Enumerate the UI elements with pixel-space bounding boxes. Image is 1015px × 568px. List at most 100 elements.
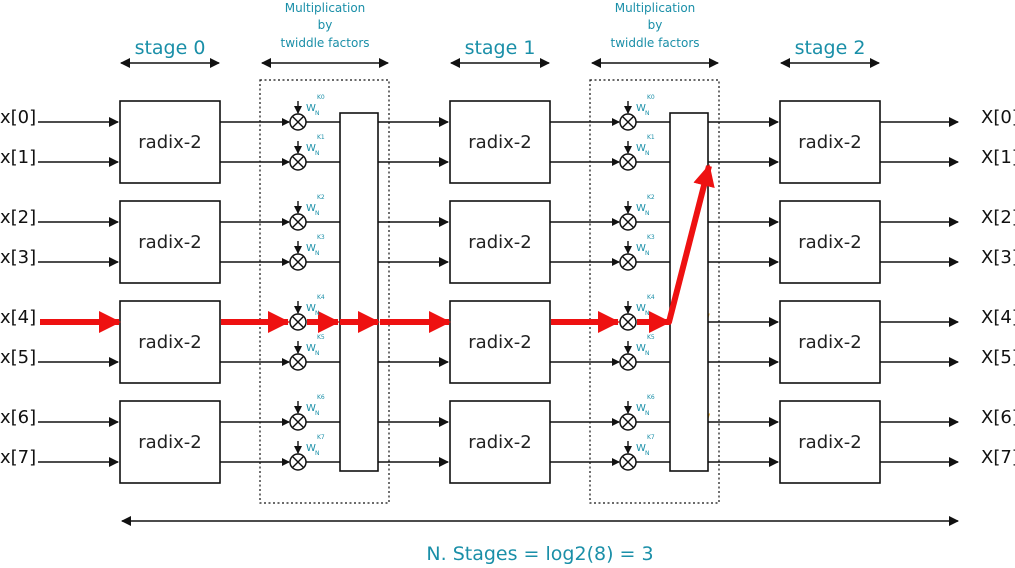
multiplier-cross — [291, 215, 305, 229]
twiddle-base: W — [306, 103, 316, 114]
multiplier-cross — [621, 455, 635, 469]
multiplier-cross — [291, 255, 305, 269]
twiddle-sub: N — [315, 450, 320, 457]
twiddle-base: W — [306, 343, 316, 354]
twiddle-base: W — [306, 303, 316, 314]
radix2-block — [449, 100, 551, 184]
twiddle-superscript: K4 — [317, 294, 325, 301]
multiplier-cross — [291, 455, 305, 469]
radix2-block — [779, 300, 881, 384]
twiddle-sub: N — [645, 250, 650, 257]
twiddle-sub: N — [315, 350, 320, 357]
input-label: x[0] — [0, 107, 36, 128]
twiddle-superscript: K7 — [317, 434, 325, 441]
twiddle-base: W — [636, 103, 646, 114]
twiddle-base: W — [306, 403, 316, 414]
radix2-label: radix-2 — [138, 132, 201, 153]
twiddle-section-label: twiddle factors — [610, 36, 699, 50]
input-label: x[2] — [0, 207, 36, 228]
multiplier-cross — [621, 315, 635, 329]
stage-label: stage 0 — [135, 37, 206, 59]
radix2-label: radix-2 — [798, 232, 861, 253]
input-label: x[6] — [0, 407, 36, 428]
twiddle-base: W — [306, 243, 316, 254]
output-label: X[6] — [981, 407, 1015, 428]
radix2-block — [779, 100, 881, 184]
twiddle-sub: N — [645, 450, 650, 457]
twiddle-base: W — [636, 303, 646, 314]
twiddle-sub: N — [645, 350, 650, 357]
radix2-label: radix-2 — [468, 232, 531, 253]
twiddle-superscript: K6 — [317, 394, 325, 401]
twiddle-base: W — [306, 203, 316, 214]
twiddle-superscript: K1 — [317, 134, 325, 141]
radix2-block — [779, 400, 881, 484]
radix2-block — [449, 300, 551, 384]
twiddle-sub: N — [315, 110, 320, 117]
twiddle-superscript: K5 — [647, 334, 655, 341]
twiddle-superscript: K2 — [317, 194, 325, 201]
twiddle-base: W — [636, 343, 646, 354]
twiddle-section-label: Multiplication — [285, 1, 366, 15]
permutation-block — [339, 112, 379, 472]
twiddle-sub: N — [315, 410, 320, 417]
twiddle-sub: N — [315, 150, 320, 157]
multiplier-cross — [621, 155, 635, 169]
multiplier-cross — [291, 155, 305, 169]
output-label: X[4] — [981, 307, 1015, 328]
radix2-label: radix-2 — [798, 432, 861, 453]
radix2-block — [119, 300, 221, 384]
multiplier-cross — [621, 115, 635, 129]
radix2-block — [119, 400, 221, 484]
multiplier-cross — [621, 215, 635, 229]
twiddle-superscript: K7 — [647, 434, 655, 441]
stage-label: stage 2 — [795, 37, 866, 59]
twiddle-section-label: by — [318, 18, 333, 32]
radix2-label: radix-2 — [468, 432, 531, 453]
multiplier-cross — [621, 255, 635, 269]
twiddle-superscript: K0 — [317, 94, 325, 101]
multiplier-cross — [291, 355, 305, 369]
radix2-block — [449, 200, 551, 284]
twiddle-superscript: K3 — [647, 234, 655, 241]
multiplier-cross — [291, 315, 305, 329]
twiddle-sub: N — [645, 210, 650, 217]
radix2-block — [779, 200, 881, 284]
input-label: x[7] — [0, 447, 36, 468]
twiddle-sub: N — [645, 110, 650, 117]
stage-label: stage 1 — [465, 37, 536, 59]
twiddle-sub: N — [645, 410, 650, 417]
output-label: X[2] — [981, 207, 1015, 228]
twiddle-superscript: K1 — [647, 134, 655, 141]
radix2-block — [449, 400, 551, 484]
input-label: x[3] — [0, 247, 36, 268]
twiddle-superscript: K6 — [647, 394, 655, 401]
twiddle-sub: N — [315, 250, 320, 257]
output-label: X[7] — [981, 447, 1015, 468]
twiddle-region — [589, 79, 720, 504]
input-label: x[5] — [0, 347, 36, 368]
twiddle-sub: N — [315, 310, 320, 317]
output-label: X[1] — [981, 147, 1015, 168]
twiddle-superscript: K2 — [647, 194, 655, 201]
twiddle-base: W — [636, 203, 646, 214]
twiddle-region — [259, 79, 390, 504]
radix2-label: radix-2 — [138, 332, 201, 353]
twiddle-superscript: K4 — [647, 294, 655, 301]
twiddle-superscript: K5 — [317, 334, 325, 341]
twiddle-base: W — [636, 243, 646, 254]
radix2-label: radix-2 — [798, 332, 861, 353]
twiddle-base: W — [306, 143, 316, 154]
highlighted-path — [40, 164, 715, 333]
twiddle-superscript: K0 — [647, 94, 655, 101]
twiddle-section-label: twiddle factors — [280, 36, 369, 50]
twiddle-sub: N — [645, 150, 650, 157]
input-label: x[4] — [0, 307, 36, 328]
radix2-label: radix-2 — [468, 132, 531, 153]
output-label: X[5] — [981, 347, 1015, 368]
radix2-block — [119, 100, 221, 184]
twiddle-base: W — [636, 443, 646, 454]
twiddle-base: W — [636, 403, 646, 414]
